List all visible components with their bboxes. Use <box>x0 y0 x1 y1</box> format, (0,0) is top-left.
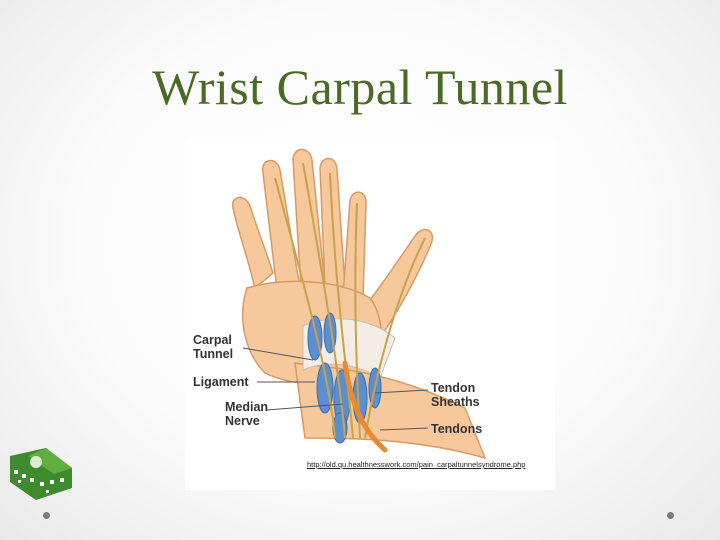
corner-dot-left <box>43 512 50 519</box>
slide-title: Wrist Carpal Tunnel <box>152 59 568 115</box>
logo-icon <box>6 448 76 505</box>
label-tendon-sheaths: Tendon Sheaths <box>431 381 480 409</box>
wrist-illustration: Carpal Tunnel Ligament Median Nerve Tend… <box>185 138 555 490</box>
label-carpal-tunnel: Carpal Tunnel <box>193 333 234 361</box>
hand-drawing <box>231 148 487 460</box>
median-nerve-shape <box>342 360 388 453</box>
label-tendons: Tendons <box>431 422 483 436</box>
leader-lines <box>242 347 429 431</box>
label-ligament: Ligament <box>193 375 249 389</box>
corner-dot-right <box>667 512 674 519</box>
source-link[interactable]: http://old.qu.healthnesswork.com/pain_ca… <box>307 460 526 469</box>
label-median-nerve: Median Nerve <box>225 400 269 428</box>
